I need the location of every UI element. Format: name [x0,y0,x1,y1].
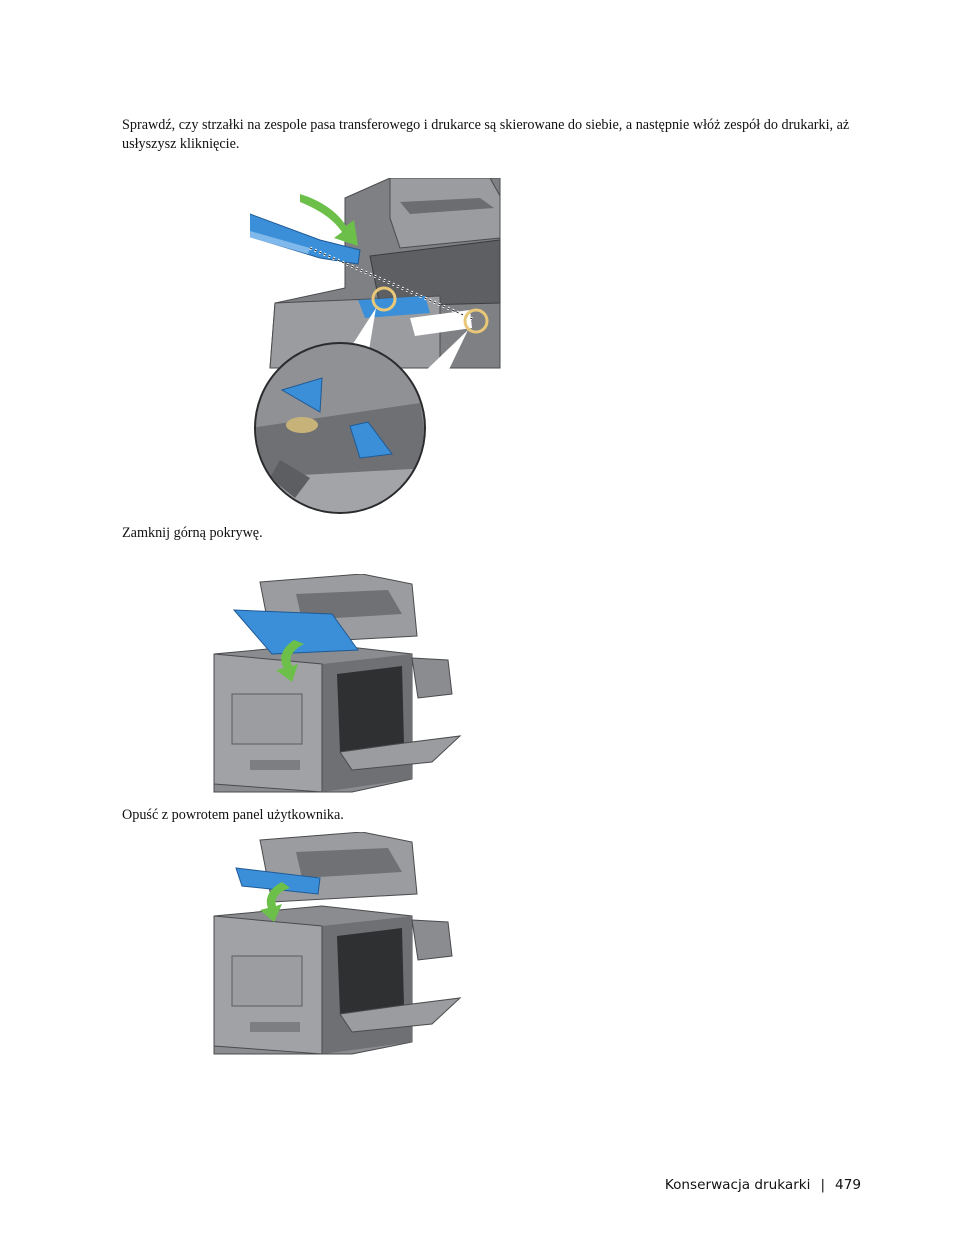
belt-alignment-arrow-icon [280,377,323,413]
page-footer: Konserwacja drukarki | 479 [665,1177,861,1193]
close-top-cover-illustration [213,574,462,793]
insert-arrow-icon [300,194,358,246]
instruction-lower-panel: Opuść z powrotem panel użytkownika. [122,807,344,823]
printer-body [213,574,462,793]
belt-insertion-illustration [250,178,501,514]
printer-alignment-arrow-icon [349,421,393,459]
belt-arrow-highlight [371,286,397,312]
footer-section-title: Konserwacja drukarki [664,1177,811,1193]
close-arrow-icon [276,640,304,682]
arrow-alignment-detail [254,342,426,514]
printer-body [269,178,501,369]
instruction-insert-belt: Sprawdź, czy strzałki na zespole pasa tr… [122,117,850,152]
operator-panel [235,867,321,895]
footer-separator: | [820,1177,826,1193]
page-number: 479 [835,1177,861,1193]
instruction-close-cover: Zamknij górną pokrywę. [122,525,263,541]
top-cover [232,609,359,655]
lower-arrow-icon [260,882,290,922]
printer-body [213,832,462,1055]
printer-arrow-highlight [463,308,489,334]
lower-operator-panel-illustration [213,832,462,1055]
transfer-belt-unit [250,213,361,265]
